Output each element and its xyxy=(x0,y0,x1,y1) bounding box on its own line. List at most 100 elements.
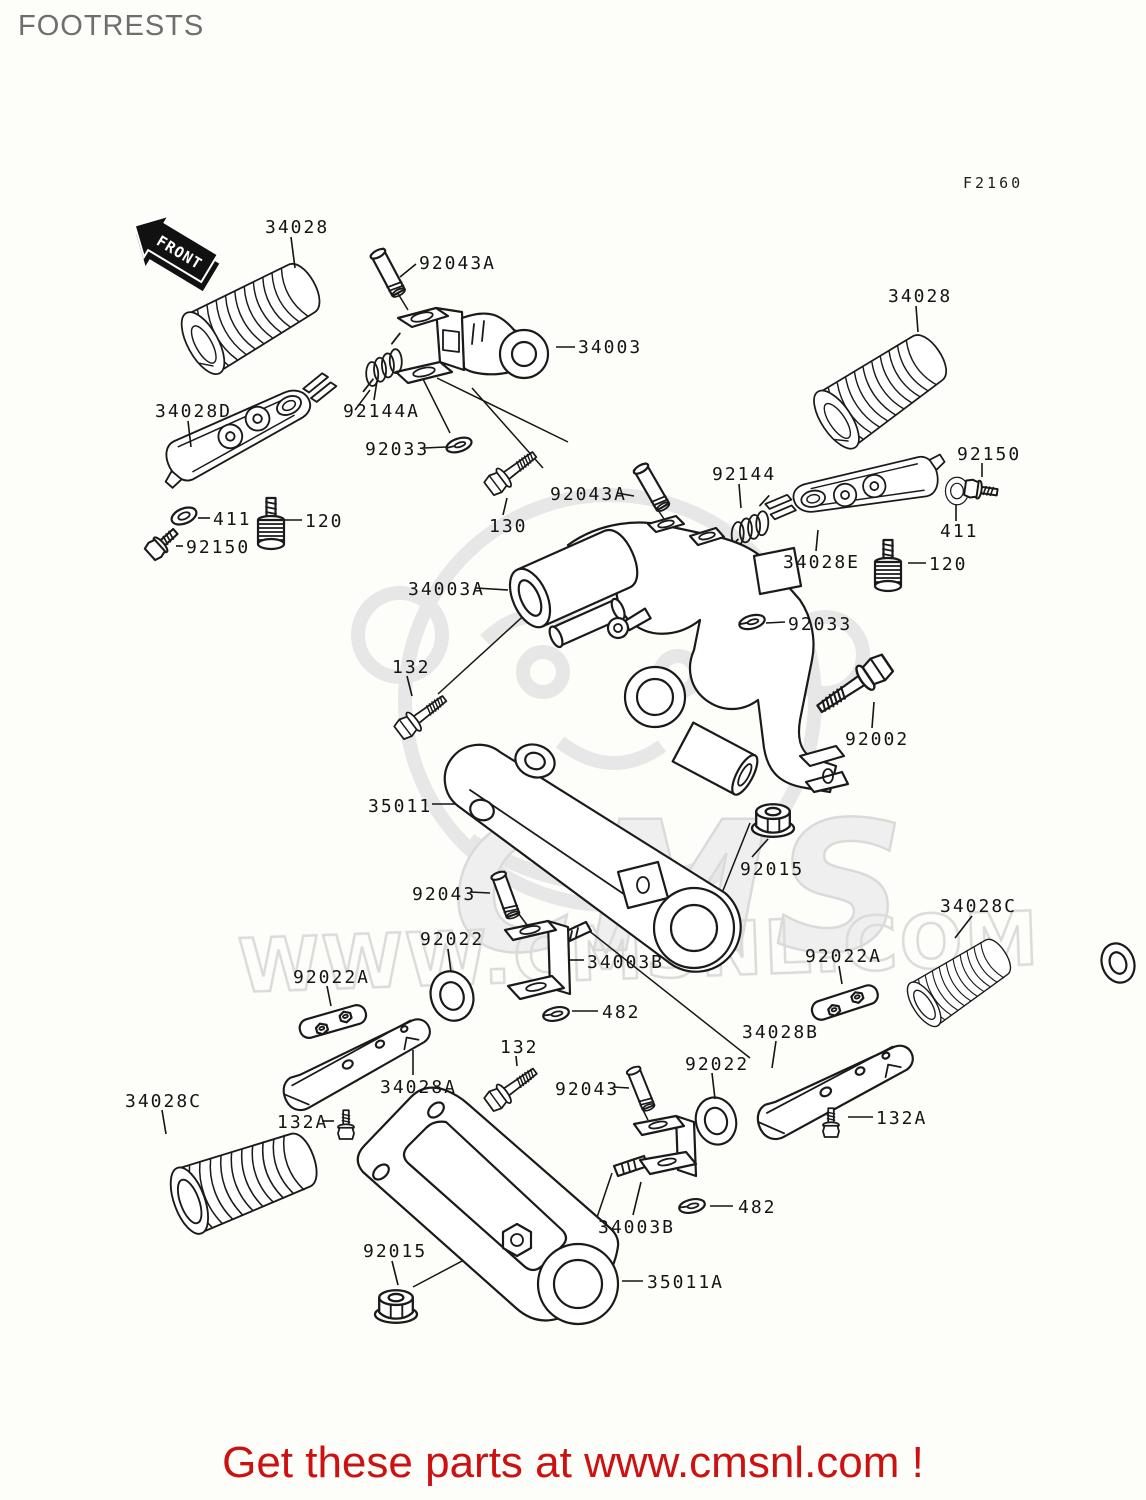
part-label-92144a[interactable]: 92144A xyxy=(343,401,420,422)
leader-line-34028e xyxy=(815,529,819,552)
part-label-411-right[interactable]: 411 xyxy=(940,521,979,542)
clip-92033-left xyxy=(443,433,475,457)
part-label-92150-right[interactable]: 92150 xyxy=(957,444,1021,465)
leader-line-92033-left xyxy=(423,446,447,449)
bracket-34003 xyxy=(394,306,550,385)
part-label-34028c-left[interactable]: 34028C xyxy=(125,1091,202,1112)
part-label-92002[interactable]: 92002 xyxy=(845,729,909,750)
part-label-34003b-lower[interactable]: 34003B xyxy=(598,1217,675,1238)
leader-line-34028c-left xyxy=(161,1109,167,1135)
part-label-92022a-left[interactable]: 92022A xyxy=(293,967,370,988)
nut-92015-upper xyxy=(750,803,796,838)
screw-92150-left xyxy=(142,523,183,563)
leader-line-92043-upper xyxy=(469,891,491,894)
page-title: FOOTRESTS xyxy=(18,10,205,42)
leader-line-34028-top-left xyxy=(290,236,296,269)
part-label-34028e[interactable]: 34028E xyxy=(783,552,860,573)
part-label-132-mid[interactable]: 132 xyxy=(392,657,431,678)
part-label-92043-upper[interactable]: 92043 xyxy=(412,884,476,905)
part-label-34028d[interactable]: 34028D xyxy=(155,401,232,422)
bracket-main xyxy=(566,514,850,796)
leader-line-34028d xyxy=(187,420,192,448)
figure-code: F2160 xyxy=(963,174,1024,192)
leader-line-92043a-mid xyxy=(616,492,635,497)
pin-92043-lower xyxy=(624,1064,658,1114)
bracket-35011 xyxy=(443,743,742,973)
part-label-34028a[interactable]: 34028A xyxy=(380,1077,457,1098)
labels-layer: 34028 92043A 34003 92144A 34028D 92033 411 120 9… xyxy=(125,217,1021,1293)
bolt-132-lower xyxy=(481,1061,543,1115)
leader-line-92022a-right xyxy=(838,965,843,985)
leader-line-130 xyxy=(502,497,508,516)
part-label-132-lower[interactable]: 132 xyxy=(500,1037,539,1058)
parts-layer: FRONT xyxy=(133,214,1136,1326)
part-label-132a-right[interactable]: 132A xyxy=(876,1108,927,1129)
leader-line-34028b xyxy=(771,1040,777,1069)
footpeg-rubber-34028-right xyxy=(804,322,959,457)
thumbscrew-120-left xyxy=(256,496,286,551)
part-label-35011[interactable]: 35011 xyxy=(368,796,432,817)
part-label-92043a-mid[interactable]: 92043A xyxy=(550,484,627,505)
part-label-411-left[interactable]: 411 xyxy=(213,509,252,530)
leader-line-92022a-left xyxy=(326,985,332,1007)
screw-132a-left xyxy=(337,1109,355,1140)
part-label-92022-lower[interactable]: 92022 xyxy=(685,1054,749,1075)
part-label-34003a[interactable]: 34003A xyxy=(408,579,485,600)
clevis-34003b-upper xyxy=(503,919,593,1001)
part-label-35011a[interactable]: 35011A xyxy=(647,1272,724,1293)
part-label-34003b-upper[interactable]: 34003B xyxy=(587,952,664,973)
part-label-92150-left[interactable]: 92150 xyxy=(186,537,250,558)
part-label-130[interactable]: 130 xyxy=(489,516,528,537)
leader-line-92015-upper xyxy=(751,838,769,858)
plate-92022a-left xyxy=(296,1001,370,1042)
clevis-34003b-lower xyxy=(612,1114,698,1178)
washer-right-edge xyxy=(1100,942,1136,984)
spring-92144a xyxy=(348,332,416,393)
part-label-120-right[interactable]: 120 xyxy=(929,554,968,575)
part-label-34028c-right[interactable]: 34028C xyxy=(940,896,1017,917)
leader-line-92015-lower xyxy=(391,1260,399,1286)
screw-92150-right xyxy=(962,477,1000,503)
leader-line-92033-right xyxy=(765,621,786,624)
leader-line-132-mid xyxy=(406,675,413,697)
part-label-92015-upper[interactable]: 92015 xyxy=(740,859,804,880)
thumbscrew-120-right xyxy=(873,538,903,593)
part-label-92015-lower[interactable]: 92015 xyxy=(363,1241,427,1262)
part-label-132a-left[interactable]: 132A xyxy=(277,1112,328,1133)
pin-92043a-left xyxy=(368,245,409,301)
leader-line-34028-top-right xyxy=(915,305,919,333)
washer-411-left xyxy=(168,503,200,529)
part-label-482-upper[interactable]: 482 xyxy=(602,1002,641,1023)
nut-92015-lower xyxy=(373,1289,419,1324)
bolt-130 xyxy=(481,444,543,499)
part-label-120-left[interactable]: 120 xyxy=(305,511,344,532)
part-label-34003[interactable]: 34003 xyxy=(578,337,642,358)
clip-482-lower xyxy=(676,1195,708,1217)
part-label-34028-top-right[interactable]: 34028 xyxy=(888,286,952,307)
leader-line-92002 xyxy=(871,701,875,729)
part-label-34028-top-left[interactable]: 34028 xyxy=(265,217,329,238)
part-label-92043a-top-left[interactable]: 92043A xyxy=(419,253,496,274)
part-label-92043-lower[interactable]: 92043 xyxy=(555,1079,619,1100)
washer-92022-lower xyxy=(689,1091,743,1151)
holder-34003a xyxy=(508,528,639,649)
leader-line-92144 xyxy=(738,483,742,509)
part-label-92033-left[interactable]: 92033 xyxy=(365,439,429,460)
part-label-482-lower[interactable]: 482 xyxy=(738,1197,777,1218)
part-label-92144[interactable]: 92144 xyxy=(712,464,776,485)
bracket-35011a xyxy=(356,1086,620,1326)
leader-line-34028c-right xyxy=(954,915,973,939)
leader-line-92022-upper xyxy=(447,948,452,973)
part-label-34028b[interactable]: 34028B xyxy=(742,1022,819,1043)
part-label-92033-right[interactable]: 92033 xyxy=(788,614,852,635)
part-label-92022-upper[interactable]: 92022 xyxy=(420,929,484,950)
holder-34028e xyxy=(761,451,952,528)
leader-line-132-lower xyxy=(515,1055,518,1067)
footer-cmsnl-banner[interactable]: Get these parts at www.cmsnl.com ! xyxy=(222,1438,924,1487)
leader-line-92144a xyxy=(373,380,378,401)
leader-line-92043a-top-left xyxy=(399,263,417,278)
part-label-92022a-right[interactable]: 92022A xyxy=(805,946,882,967)
bolt-92002 xyxy=(810,650,897,722)
leader-line-92022-lower xyxy=(711,1072,716,1100)
